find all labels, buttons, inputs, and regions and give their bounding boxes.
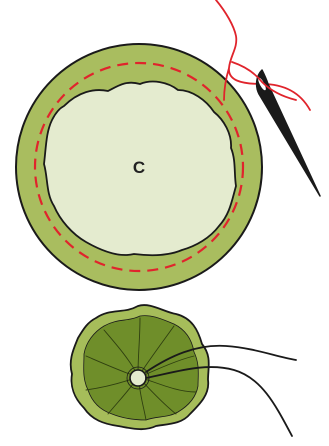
step-label: C: [133, 158, 145, 177]
gathered-fabric-yoyo: [71, 305, 209, 429]
yoyo-center-hole: [130, 370, 146, 386]
